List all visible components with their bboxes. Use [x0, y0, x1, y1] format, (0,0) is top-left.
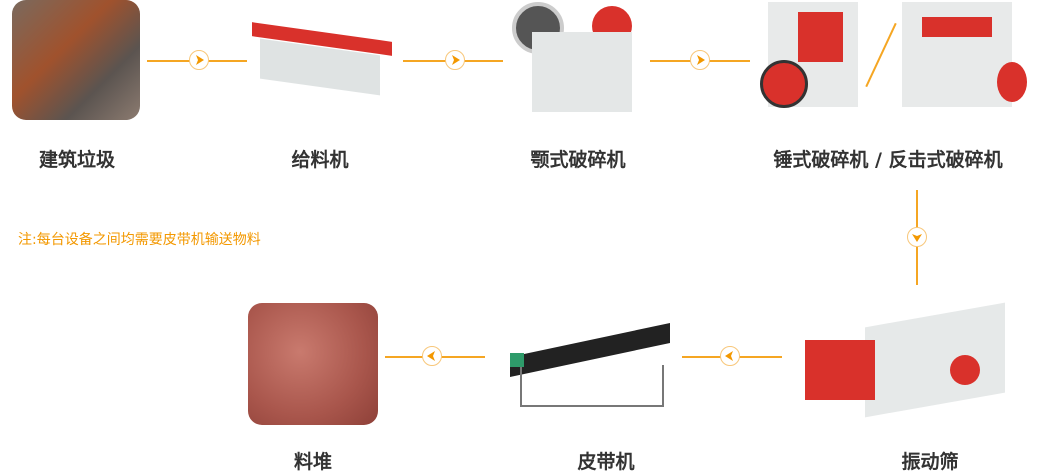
label-vibrating-screen: 振动筛	[901, 451, 959, 473]
label-belt-conveyor: 皮带机	[577, 451, 635, 473]
arrow-left-icon	[422, 346, 442, 366]
construction-waste-image	[12, 0, 140, 120]
note-text: 注:每台设备之间均需要皮带机输送物料	[18, 232, 261, 248]
arrow-right-icon	[189, 50, 209, 70]
label-stockpile: 料堆	[293, 451, 333, 473]
hammer-crusher-image	[758, 2, 858, 110]
arrow-right-icon	[690, 50, 710, 70]
impact-crusher-image	[902, 2, 1030, 110]
feeder-image	[252, 22, 392, 97]
arrow-down-icon	[907, 227, 927, 247]
slash-divider	[865, 22, 897, 88]
stockpile-image	[248, 303, 378, 425]
label-hammer-impact-crusher: 锤式破碎机 / 反击式破碎机	[773, 149, 1003, 171]
label-construction-waste: 建筑垃圾	[38, 149, 116, 171]
arrow-left-icon	[720, 346, 740, 366]
jaw-crusher-image	[512, 2, 640, 114]
arrow-right-icon	[445, 50, 465, 70]
label-feeder: 给料机	[291, 149, 349, 171]
label-jaw-crusher: 颚式破碎机	[530, 149, 626, 171]
belt-conveyor-image	[500, 315, 675, 412]
vibrating-screen-image	[805, 302, 1010, 422]
